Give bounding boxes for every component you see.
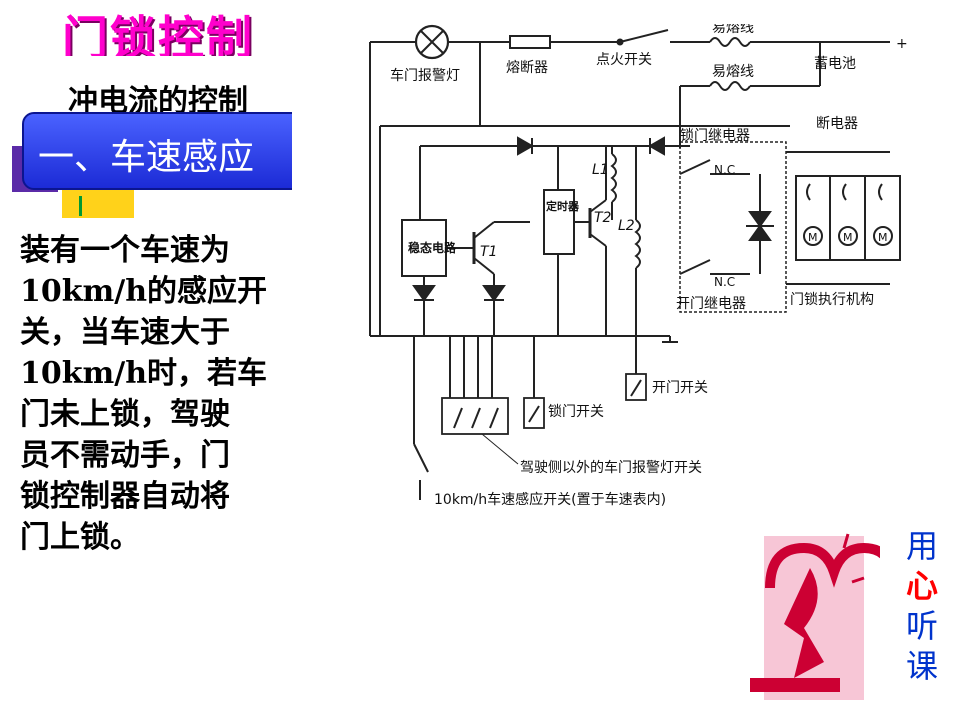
passenger-door-switch-label: 驾驶侧以外的车门报警灯开关 — [520, 459, 702, 476]
switch-lever — [489, 407, 499, 429]
lock-switch-box — [523, 397, 545, 429]
fusible-link-label-1: 易熔线 — [712, 24, 754, 36]
emblem-heart — [765, 542, 880, 589]
switch-lever — [630, 379, 642, 397]
fusible-link-icon — [709, 81, 751, 91]
unlock-switch-box — [625, 373, 647, 401]
motor-icon — [803, 226, 823, 246]
leader-line — [481, 433, 519, 465]
body-line: 关，当车速大于 — [20, 315, 230, 350]
battery-plus-label: + — [896, 36, 908, 52]
relay-contact-icon — [679, 259, 711, 275]
timer-label: 定时器 — [546, 199, 580, 213]
body-line: 员不需动手，门 — [20, 438, 230, 473]
section-heading: 一、车速感应 — [38, 137, 255, 178]
transistor-lead — [473, 221, 495, 239]
fuse-label: 熔断器 — [506, 60, 548, 76]
transistor-lead — [589, 233, 607, 247]
fuse-icon — [509, 35, 551, 49]
door-warning-lamp-label: 车门报警灯 — [390, 67, 460, 84]
steady-state-label: 稳态电路 — [408, 240, 457, 255]
body-line: 10km/h时，若车 — [20, 356, 268, 391]
decor-green-line — [79, 196, 82, 216]
diode-icon — [748, 211, 772, 228]
diode-icon — [647, 136, 665, 156]
heart-emblem-icon — [750, 533, 880, 700]
lock-switch-label: 锁门开关 — [548, 404, 604, 420]
slide-title: 门锁控制 — [62, 11, 254, 56]
nc-label-1: N.C — [714, 163, 735, 177]
badge-char: 听 — [905, 607, 938, 645]
badge-char-heart: 心 — [905, 567, 938, 605]
transistor-lead — [473, 257, 495, 275]
body-line: 装有一个车速为 — [20, 233, 230, 268]
actuator-box — [795, 175, 901, 261]
unlock-relay-label: 开门继电器 — [676, 296, 746, 312]
switch-lever — [528, 405, 540, 423]
section-banner: 一、车速感应 — [22, 112, 292, 190]
breaker-icon — [878, 183, 883, 201]
section-banner-area: 一、车速感应 — [0, 112, 292, 192]
motor-icon — [838, 226, 858, 246]
body-line: 10km/h的感应开 — [20, 274, 268, 309]
switch-lever — [453, 407, 463, 429]
switch-contact — [616, 38, 624, 46]
breaker-icon — [842, 183, 847, 201]
body-line: 门上锁。 — [20, 520, 140, 555]
emblem-figure — [784, 568, 824, 678]
badge-char: 用 — [905, 527, 938, 565]
diode-icon — [412, 285, 436, 302]
nc-label-2: N.C — [714, 275, 735, 289]
t2-label: T2 — [594, 210, 612, 226]
body-line: 门未上锁，驾驶 — [20, 397, 230, 432]
motor-label: M — [878, 231, 888, 244]
emblem-rays — [838, 533, 865, 584]
lock-relay-label: 锁门继电器 — [680, 128, 750, 144]
motor-label: M — [808, 231, 818, 244]
motor-icon — [873, 226, 893, 246]
lock-actuator-label: 门锁执行机构 — [790, 292, 874, 308]
coil-l2-icon — [634, 219, 641, 269]
l1-label: L1 — [592, 162, 609, 178]
diode-icon — [482, 285, 506, 302]
ignition-switch-label: 点火开关 — [596, 52, 652, 68]
battery-label: 蓄电池 — [814, 56, 856, 72]
motor-label: M — [843, 231, 853, 244]
unlock-switch-label: 开门开关 — [652, 380, 708, 396]
speed-switch-label: 10km/h车速感应开关(置于车速表内) — [434, 491, 666, 508]
l2-label: L2 — [618, 218, 635, 234]
body-paragraph: 装有一个车速为 10km/h的感应开 关，当车速大于 10km/h时，若车 门未… — [20, 230, 290, 558]
warning-lamp-icon — [414, 24, 450, 60]
breaker-icon — [806, 183, 811, 201]
title-area: 门锁控制 — [0, 0, 292, 56]
lamp-cross — [420, 30, 444, 54]
switch-lever — [471, 407, 481, 429]
door-lock-circuit-diagram: 车门报警灯 熔断器 点火开关 易熔线 易熔线 蓄电池 + 锁门继电器 断电器 N… — [369, 24, 908, 508]
t1-label: T1 — [480, 244, 497, 260]
speed-switch-icon — [413, 443, 429, 473]
circuit-breaker-label: 断电器 — [816, 116, 858, 132]
relay-box — [679, 141, 787, 313]
badge-char: 课 — [905, 647, 938, 685]
emblem-base — [750, 678, 840, 692]
door-lamp-switch-box — [441, 397, 509, 435]
diode-icon — [748, 224, 772, 241]
transistor-lead — [589, 199, 607, 213]
listen-badge: 用 心 听 课 — [900, 526, 944, 686]
relay-contact-icon — [679, 159, 711, 175]
coil-l1-icon — [610, 153, 617, 203]
fusible-link-icon — [709, 37, 751, 47]
fusible-link-label-2: 易熔线 — [712, 64, 754, 80]
body-line: 锁控制器自动将 — [20, 479, 230, 514]
diode-icon — [517, 136, 535, 156]
ignition-switch-icon — [619, 29, 669, 43]
